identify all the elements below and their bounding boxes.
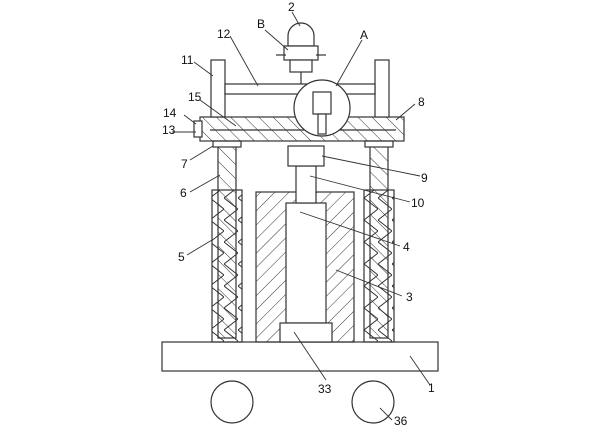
lamp-mount <box>289 59 313 73</box>
lamp-body <box>283 45 319 61</box>
right-upright <box>374 59 390 118</box>
callout-9: 9 <box>421 171 428 185</box>
connector-block <box>287 145 325 167</box>
callout-7: 7 <box>181 157 188 171</box>
callout-2: 2 <box>288 0 295 14</box>
lamp-head <box>287 22 315 47</box>
callout-6: 6 <box>180 186 187 200</box>
right-inner-column <box>369 145 389 339</box>
callout-15: 15 <box>188 90 202 104</box>
left-wheel <box>210 380 254 424</box>
side-cap <box>193 120 203 138</box>
callout-10: 10 <box>411 196 425 210</box>
callout-33: 33 <box>318 382 332 396</box>
leader-lines <box>172 11 431 421</box>
callout-14: 14 <box>163 106 177 120</box>
cylinder-bore <box>285 202 327 324</box>
callout-b: B <box>257 17 265 31</box>
left-inner-column <box>217 145 237 339</box>
callout-11: 11 <box>181 53 194 67</box>
detail-shaft <box>317 113 327 135</box>
callout-36: 36 <box>394 414 408 428</box>
cylinder-bottom-plate <box>279 322 333 343</box>
callout-a: A <box>360 28 368 42</box>
callout-4: 4 <box>403 240 410 254</box>
callout-8: 8 <box>418 95 425 109</box>
piston-rod <box>295 165 317 204</box>
callout-13: 13 <box>162 123 176 137</box>
right-pad <box>364 140 394 148</box>
base-plate <box>161 341 439 372</box>
top-platform <box>199 116 405 142</box>
callout-3: 3 <box>406 290 413 304</box>
detail-clamp-block <box>312 91 332 115</box>
callout-5: 5 <box>178 250 185 264</box>
left-pad <box>212 140 242 148</box>
left-upright <box>210 59 226 118</box>
right-wheel <box>351 380 395 424</box>
callout-1: 1 <box>428 381 435 395</box>
callout-12: 12 <box>217 27 231 41</box>
